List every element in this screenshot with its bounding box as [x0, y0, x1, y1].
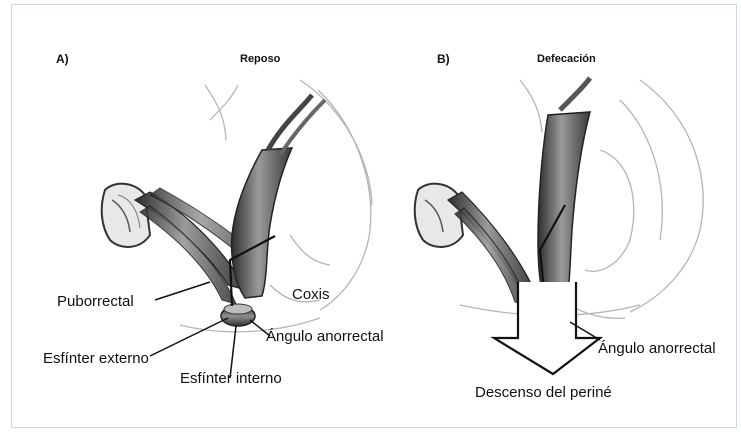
descent-arrow	[494, 282, 600, 374]
label-descenso-perine: Descenso del periné	[475, 384, 612, 401]
label-angulo-a: Ángulo anorrectal	[266, 328, 384, 345]
label-angulo-b: Ángulo anorrectal	[598, 340, 716, 357]
panel-a-letter: A)	[56, 52, 69, 66]
label-esfinter-interno: Esfínter interno	[180, 370, 282, 387]
label-puborrectal: Puborrectal	[57, 293, 134, 310]
label-esfinter-externo: Esfínter externo	[43, 350, 149, 367]
panel-b-drawing	[415, 78, 703, 374]
panel-b-letter: B)	[437, 52, 450, 66]
panel-a-title: Reposo	[240, 53, 280, 65]
pubic-bone-a	[102, 184, 150, 247]
panel-b-title: Defecación	[537, 53, 596, 65]
label-coxis: Coxis	[292, 286, 330, 303]
